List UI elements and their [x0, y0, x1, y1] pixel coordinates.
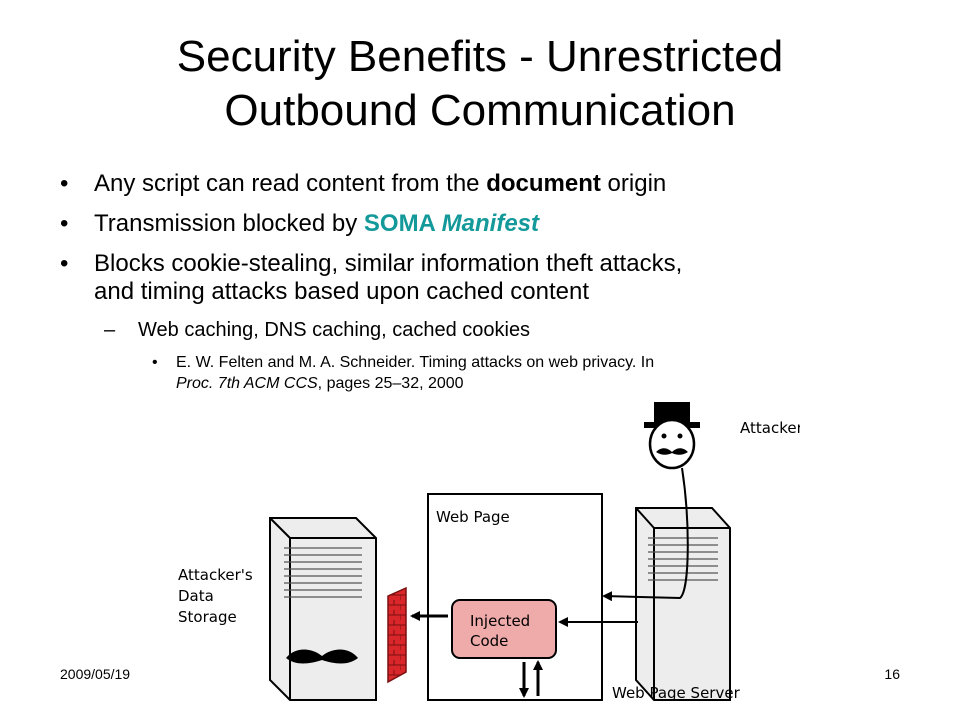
storage-label-2: Data — [178, 587, 214, 605]
injected-label-1: Injected — [470, 612, 530, 630]
bullet-dot: • — [152, 354, 158, 371]
bullet-1: • Any script can read content from the d… — [60, 170, 920, 198]
slide-title: Security Benefits - Unrestricted Outboun… — [40, 30, 920, 138]
bullet-1-pre: Any script can read content from the — [94, 170, 487, 197]
reference-rest: , pages 25–32, 2000 — [317, 375, 464, 392]
bullet-dot: • — [60, 250, 69, 277]
reference-line-1: E. W. Felten and M. A. Schneider. Timing… — [176, 354, 655, 371]
bullet-2: • Transmission blocked by SOMA Manifest — [60, 210, 920, 238]
injected-code-box — [451, 599, 557, 659]
attacker-label: Attacker — [740, 419, 800, 437]
bullet-3: • Blocks cookie-stealing, similar inform… — [60, 250, 920, 306]
server-label: Web Page Server — [612, 684, 741, 702]
bullet-3-line-1: Blocks cookie-stealing, similar informat… — [94, 250, 683, 277]
attacker-to-server-arrow — [602, 467, 689, 602]
web-page-label: Web Page — [436, 508, 510, 526]
storage-label-3: Storage — [178, 608, 237, 626]
title-line-1: Security Benefits - Unrestricted — [176, 32, 784, 81]
attack-diagram: Attacker's Data Storage Web Page Injecte… — [178, 402, 800, 702]
sub-bullet-text: Web caching, DNS caching, cached cookies — [138, 319, 531, 341]
bullet-1-bold: document — [486, 170, 601, 197]
sub-bullet-dash: – — [104, 319, 116, 341]
title-line-2: Outbound Communication — [224, 86, 736, 135]
bullet-3-line-2: and timing attacks based upon cached con… — [94, 278, 589, 305]
bullet-2-manifest: Manifest — [441, 210, 540, 237]
attacker-storage-server-icon — [269, 517, 377, 701]
bullet-dot: • — [60, 170, 69, 197]
bullet-list: • Any script can read content from the d… — [60, 170, 920, 394]
storage-label-1: Attacker's — [178, 566, 253, 584]
web-page-server-icon — [635, 507, 731, 701]
footer-date: 2009/05/19 — [60, 666, 131, 682]
reference-bullet: • E. W. Felten and M. A. Schneider. Timi… — [152, 352, 920, 394]
page-number: 16 — [884, 666, 900, 682]
bullet-2-space — [435, 210, 442, 237]
bullet-2-pre: Transmission blocked by — [94, 210, 364, 237]
bullet-dot: • — [60, 210, 69, 237]
mustache-icon — [286, 649, 358, 664]
injected-label-2: Code — [470, 632, 508, 650]
firewall-icon — [387, 586, 407, 684]
bullet-1-post: origin — [600, 170, 667, 197]
web-page-frame — [427, 493, 603, 701]
bullet-2-soma: SOMA — [363, 210, 435, 237]
reference-proc: Proc. 7th ACM CCS — [176, 375, 318, 392]
attacker-icon — [644, 402, 700, 470]
reference-line-2: Proc. 7th ACM CCS, pages 25–32, 2000 — [176, 373, 920, 394]
sub-bullet: – Web caching, DNS caching, cached cooki… — [104, 318, 920, 342]
